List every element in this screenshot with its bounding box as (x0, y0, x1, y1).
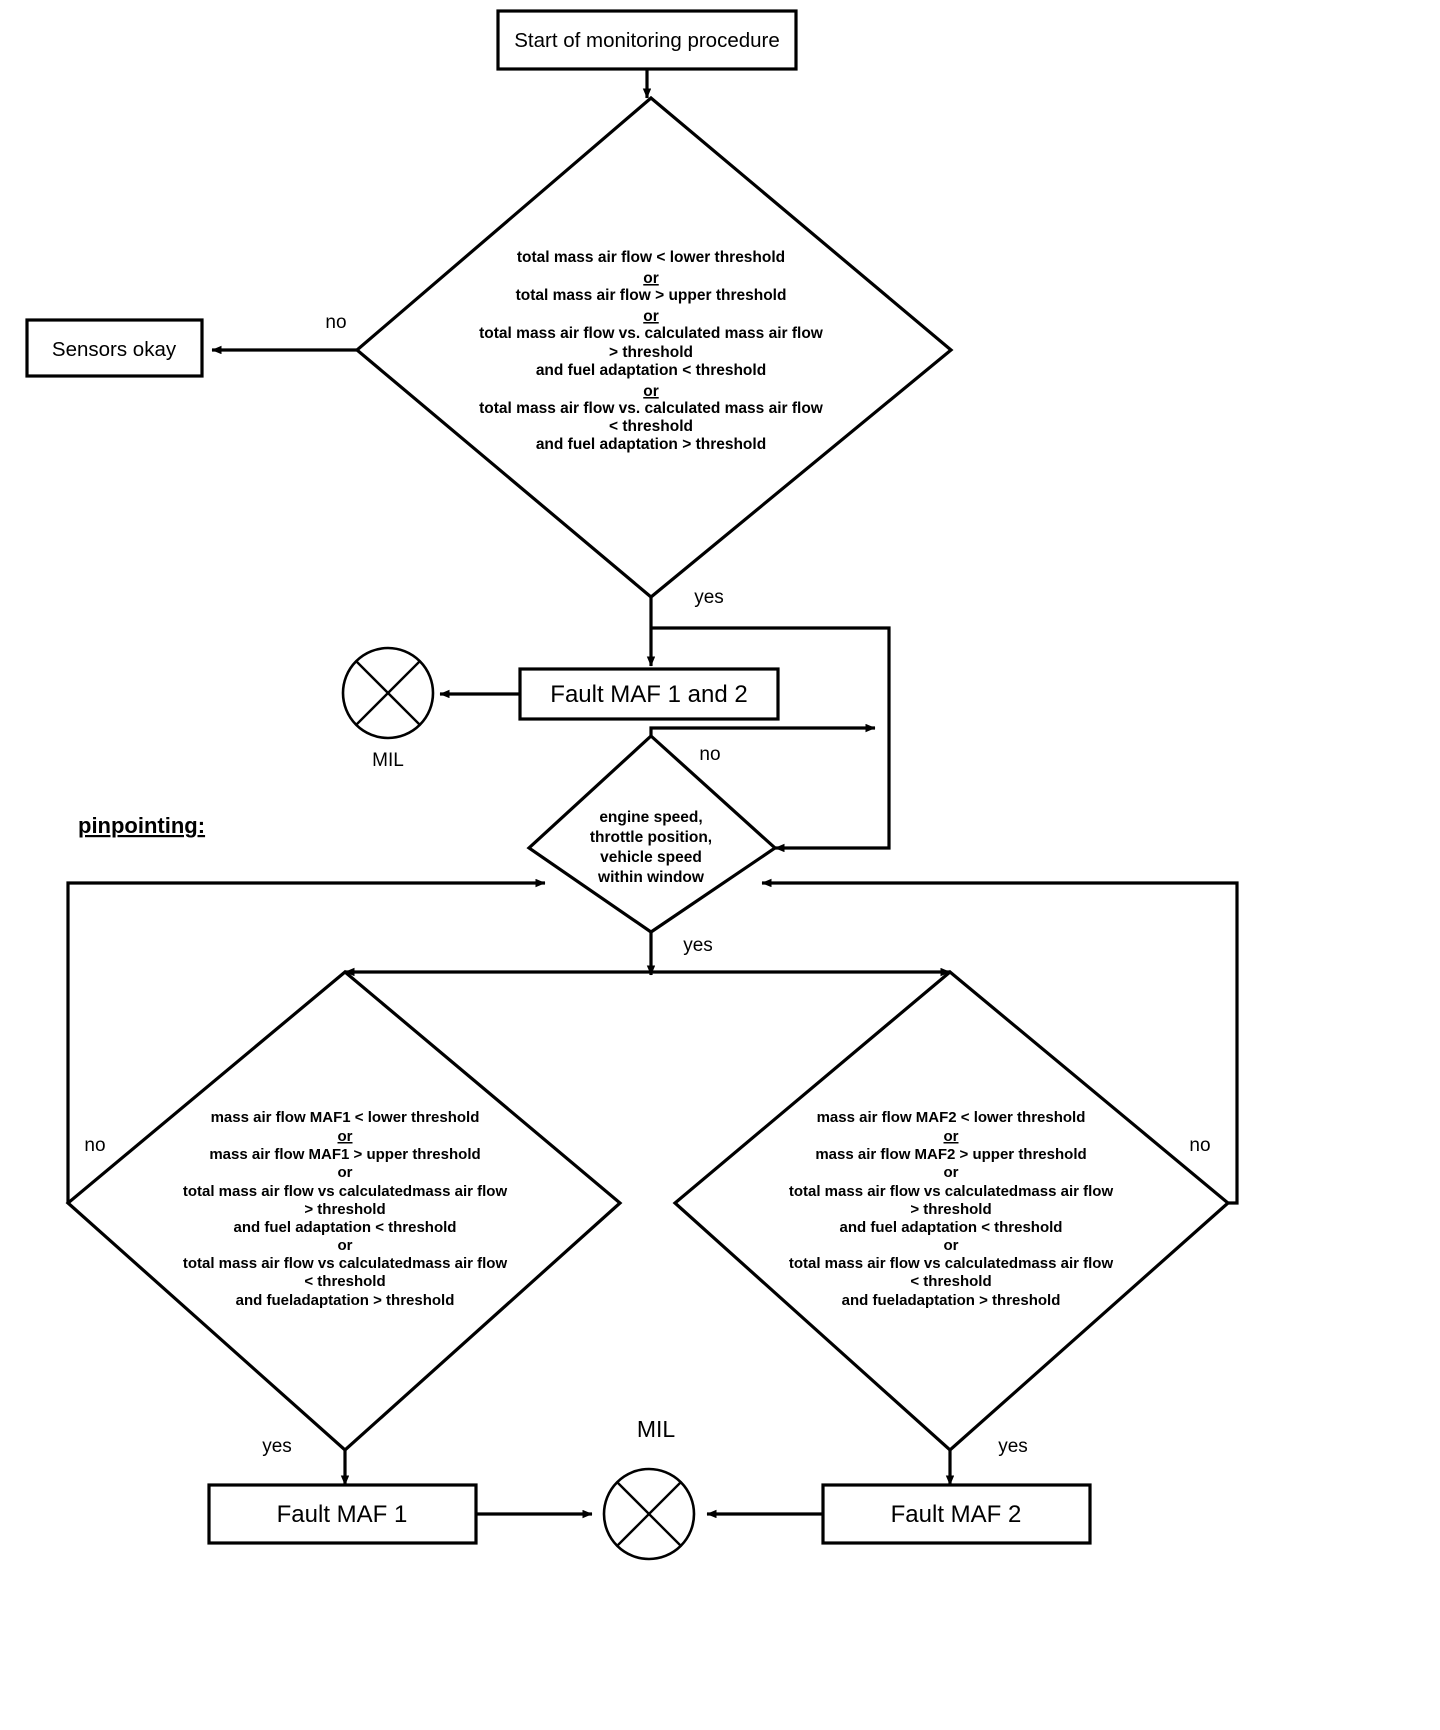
maf1-line-10: and fueladaptation > threshold (236, 1292, 455, 1309)
node-start (496, 9, 798, 71)
node-start-label: Start of monitoring procedure (514, 29, 780, 52)
maf2-line-8: total mass air flow vs calculatedmass ai… (789, 1255, 1114, 1272)
window-line-2: vehicle speed (600, 849, 702, 866)
window-line-1: throttle position, (590, 829, 712, 846)
main-line-6: and fuel adaptation < threshold (536, 362, 766, 379)
maf2-line-7: or (944, 1237, 959, 1254)
main-line-3: or (643, 308, 659, 325)
maf1-line-7: or (338, 1237, 353, 1254)
edge-yes-loop-to-window (651, 626, 891, 853)
maf2-line-3: or (944, 1164, 959, 1181)
node-maf2-decision-text: mass air flow MAF2 < lower threshold or … (789, 1109, 1114, 1309)
section-label-pinpointing: pinpointing: (78, 813, 205, 838)
edge-label-window-no: no (699, 744, 720, 765)
window-line-0: engine speed, (599, 809, 702, 826)
maf1-line-5: > threshold (304, 1201, 385, 1218)
maf1-line-6: and fuel adaptation < threshold (234, 1219, 457, 1236)
maf2-line-4: total mass air flow vs calculatedmass ai… (789, 1183, 1114, 1200)
edge-label-maf1-no: no (84, 1135, 105, 1156)
maf1-line-4: total mass air flow vs calculatedmass ai… (183, 1183, 508, 1200)
edge-maf2-no (761, 878, 1239, 1205)
edge-window-no (649, 723, 876, 736)
main-line-4: total mass air flow vs. calculated mass … (479, 325, 824, 342)
node-sensors-okay (25, 318, 204, 378)
main-line-5: > threshold (609, 344, 693, 361)
maf1-line-9: < threshold (304, 1273, 385, 1290)
maf1-line-3: or (338, 1164, 353, 1181)
edge-label-maf1-yes: yes (262, 1436, 292, 1457)
mil-bottom-x2 (616, 1481, 682, 1547)
maf1-line-1: or (338, 1128, 353, 1145)
node-main-decision-text: total mass air flow < lower threshold or… (479, 249, 824, 453)
maf2-line-1: or (944, 1128, 959, 1145)
main-line-7: or (643, 383, 659, 400)
main-line-9: < threshold (609, 418, 693, 435)
maf2-line-5: > threshold (910, 1201, 991, 1218)
main-line-1: or (643, 270, 659, 287)
edge-label-window-yes: yes (683, 935, 713, 956)
main-line-8: total mass air flow vs. calculated mass … (479, 400, 824, 417)
maf1-line-8: total mass air flow vs calculatedmass ai… (183, 1255, 508, 1272)
maf2-line-9: < threshold (910, 1273, 991, 1290)
node-window-decision-text: engine speed, throttle position, vehicle… (590, 809, 712, 886)
maf1-line-2: mass air flow MAF1 > upper threshold (209, 1146, 480, 1163)
node-fault-maf-1 (207, 1483, 478, 1545)
window-line-3: within window (597, 869, 705, 886)
node-fault-maf-1-label: Fault MAF 1 (277, 1501, 408, 1528)
edge-maf1-no (66, 878, 546, 1203)
edge-label-maf2-no: no (1189, 1135, 1210, 1156)
edge-label-main-yes: yes (694, 587, 724, 608)
main-line-0: total mass air flow < lower threshold (517, 249, 785, 266)
maf2-line-2: mass air flow MAF2 > upper threshold (815, 1146, 1086, 1163)
mil-bottom-label: MIL (637, 1416, 676, 1442)
mil-top-label: MIL (372, 750, 404, 771)
node-fault-maf-2-label: Fault MAF 2 (891, 1501, 1022, 1528)
node-fault-maf-2 (821, 1483, 1092, 1545)
edge-label-main-no: no (325, 312, 346, 333)
maf2-line-6: and fuel adaptation < threshold (840, 1219, 1063, 1236)
mil-top-x2 (355, 660, 421, 726)
edge-label-maf2-yes: yes (998, 1436, 1028, 1457)
maf1-line-0: mass air flow MAF1 < lower threshold (211, 1109, 480, 1126)
node-maf1-decision-text: mass air flow MAF1 < lower threshold or … (183, 1109, 508, 1309)
maf2-line-10: and fueladaptation > threshold (842, 1292, 1061, 1309)
node-sensors-okay-label: Sensors okay (52, 338, 177, 361)
maf2-line-0: mass air flow MAF2 < lower threshold (817, 1109, 1086, 1126)
main-line-10: and fuel adaptation > threshold (536, 436, 766, 453)
node-fault-maf-12-label: Fault MAF 1 and 2 (550, 681, 747, 708)
main-line-2: total mass air flow > upper threshold (516, 287, 787, 304)
